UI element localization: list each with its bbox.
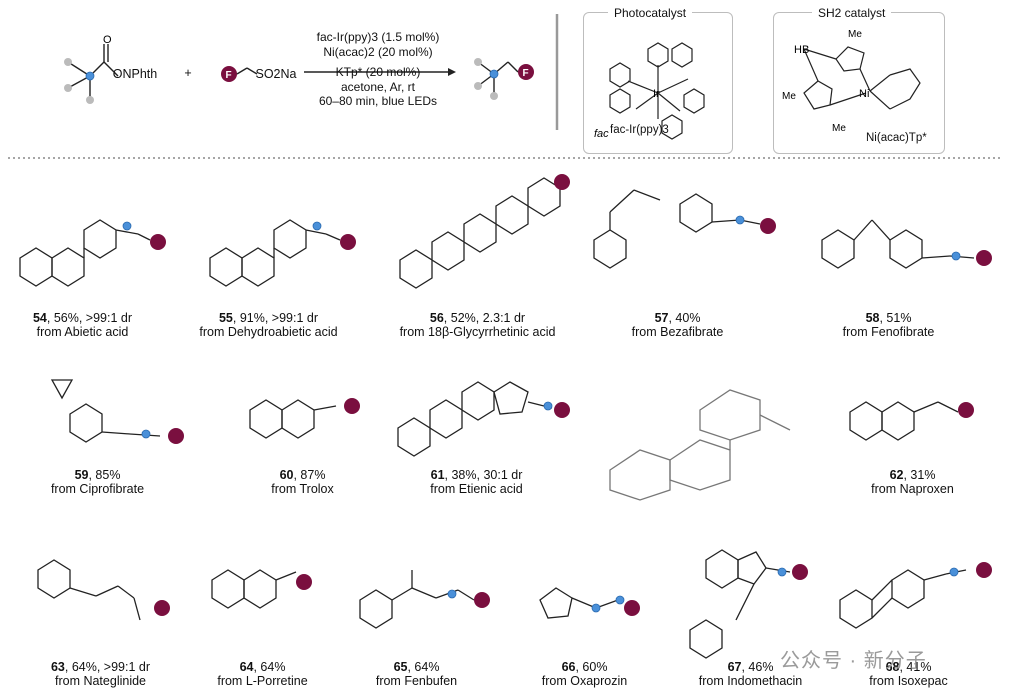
compound-67-caption: 67, 46% from Indomethacin bbox=[668, 660, 833, 688]
sh2-catalyst-name: Ni(acac)Tp* bbox=[866, 132, 927, 144]
condition-line: KTp* (20 mol%) bbox=[335, 65, 421, 79]
compound-source: from Bezafibrate bbox=[631, 325, 724, 339]
compound-source: from Nateglinide bbox=[54, 674, 146, 688]
compound-number: 64 bbox=[239, 660, 254, 674]
compound-number: 61 bbox=[430, 468, 445, 482]
compound-yield: , 41% bbox=[899, 660, 932, 674]
compound-yield: , 56%, >99:1 dr bbox=[46, 311, 133, 325]
compound-number: 54 bbox=[32, 311, 47, 325]
compound-57-caption: 57, 40% from Bezafibrate bbox=[595, 311, 760, 339]
plus-sign: + bbox=[184, 66, 192, 80]
svg-text:F: F bbox=[226, 70, 232, 81]
compound-59-caption: 59, 85% from Ciprofibrate bbox=[15, 468, 180, 496]
condition-line: Ni(acac)2 (20 mol%) bbox=[323, 44, 433, 59]
compound-61-caption: 61, 38%, 30:1 dr from Etienic acid bbox=[394, 468, 559, 496]
compound-number: 66 bbox=[561, 660, 576, 674]
reagent-left-label: ONPhth bbox=[112, 67, 158, 81]
svg-text:Ir: Ir bbox=[653, 88, 660, 100]
compound-source: from Isoxepac bbox=[869, 674, 948, 688]
compound-yield: , 91%, >99:1 dr bbox=[232, 311, 319, 325]
compound-yield: , 87% bbox=[293, 468, 326, 482]
compound-number: 57 bbox=[654, 311, 669, 325]
svg-text:O: O bbox=[103, 34, 112, 46]
compound-yield: , 85% bbox=[88, 468, 121, 482]
compound-source: from Fenbufen bbox=[375, 674, 458, 688]
compound-number: 60 bbox=[279, 468, 294, 482]
condition-line: fac-Ir(ppy)3 (1.5 mol%) bbox=[316, 30, 440, 44]
compound-source: from Naproxen bbox=[871, 482, 954, 496]
fluorine-badge bbox=[221, 66, 237, 82]
compound-source: from Trolox bbox=[271, 482, 334, 496]
compound-number: 67 bbox=[727, 660, 742, 674]
compound-54-caption: 54, 56%, >99:1 dr from Abietic acid bbox=[0, 311, 165, 339]
compound-source: from L-Porretine bbox=[217, 674, 308, 688]
svg-text:Me: Me bbox=[782, 91, 796, 102]
compound-58-caption: 58, 51% from Fenofibrate bbox=[806, 311, 971, 339]
compound-source: from Etienic acid bbox=[430, 482, 523, 496]
compound-number: 59 bbox=[74, 468, 89, 482]
compound-62-caption: 62, 31% from Naproxen bbox=[830, 468, 995, 496]
svg-text:Ni: Ni bbox=[859, 88, 869, 100]
compound-yield: , 38%, 30:1 dr bbox=[444, 468, 523, 482]
reaction-conditions: fac-Ir(ppy)3 (1.5 mol%) Ni(acac)2 (20 mo… bbox=[298, 30, 458, 109]
svg-text:F: F bbox=[523, 68, 529, 79]
compound-56-caption: 56, 52%, 2.3:1 dr from 18β-Glycyrrhetini… bbox=[385, 311, 570, 339]
reagent-right-label: SO2Na bbox=[255, 67, 297, 81]
compound-structures bbox=[19, 174, 992, 659]
watermark: 公众号 · 新分子 bbox=[780, 650, 927, 672]
compound-number: 65 bbox=[393, 660, 408, 674]
condition-line: acetone, Ar, rt bbox=[340, 79, 416, 94]
sh2-catalyst-box: HB Ni Me Me Me bbox=[773, 12, 945, 154]
compound-number: 62 bbox=[889, 468, 904, 482]
compound-yield: , 31% bbox=[903, 468, 936, 482]
compound-55-caption: 55, 91%, >99:1 dr from Dehydroabietic ac… bbox=[186, 311, 351, 339]
compound-yield: , 64% bbox=[407, 660, 440, 674]
sh2-catalyst-title: SH2 catalyst bbox=[812, 6, 892, 20]
ni-tp-structure: HB Ni Me Me Me bbox=[782, 29, 921, 134]
photocatalyst-title: Photocatalyst bbox=[608, 6, 693, 20]
compound-63-caption: 63, 64%, >99:1 dr from Nateglinide bbox=[18, 660, 183, 688]
compound-yield: , 52%, 2.3:1 dr bbox=[443, 311, 526, 325]
compound-yield: , 60% bbox=[575, 660, 608, 674]
compound-yield: , 46% bbox=[741, 660, 774, 674]
compound-68-caption: 68, 41% from Isoxepac bbox=[826, 660, 991, 688]
compound-source: from Ciprofibrate bbox=[50, 482, 145, 496]
svg-text:fac: fac bbox=[594, 128, 609, 140]
compound-yield: , 40% bbox=[668, 311, 701, 325]
compound-number: 68 bbox=[885, 660, 900, 674]
svg-text:HB: HB bbox=[794, 44, 809, 56]
compound-source: from Indomethacin bbox=[698, 674, 803, 688]
compound-yield: , 64% bbox=[253, 660, 286, 674]
photocatalyst-name: fac-Ir(ppy)3 bbox=[610, 124, 669, 136]
compound-yield: , 64%, >99:1 dr bbox=[64, 660, 151, 674]
compound-number: 63 bbox=[50, 660, 65, 674]
condition-line: 60–80 min, blue LEDs bbox=[318, 94, 438, 108]
compound-number: 58 bbox=[865, 311, 880, 325]
compound-64-caption: 64, 64% from L-Porretine bbox=[180, 660, 345, 688]
compound-yield: , 51% bbox=[879, 311, 912, 325]
ir-ppy3-structure: Ir fac bbox=[594, 42, 705, 140]
compound-source: from Dehydroabietic acid bbox=[199, 325, 338, 339]
svg-text:Me: Me bbox=[832, 123, 846, 134]
compound-number: 55 bbox=[218, 311, 233, 325]
reaction-scheme: O F F bbox=[8, 14, 1002, 159]
compound-60-caption: 60, 87% from Trolox bbox=[220, 468, 385, 496]
compound-source: from Fenofibrate bbox=[842, 325, 935, 339]
compound-65-caption: 65, 64% from Fenbufen bbox=[334, 660, 499, 688]
svg-text:Me: Me bbox=[848, 29, 862, 40]
compound-source: from Abietic acid bbox=[36, 325, 129, 339]
compound-number: 56 bbox=[429, 311, 444, 325]
compound-source: from Oxaprozin bbox=[541, 674, 628, 688]
compound-66-caption: 66, 60% from Oxaprozin bbox=[502, 660, 667, 688]
compound-source: from 18β-Glycyrrhetinic acid bbox=[399, 325, 556, 339]
